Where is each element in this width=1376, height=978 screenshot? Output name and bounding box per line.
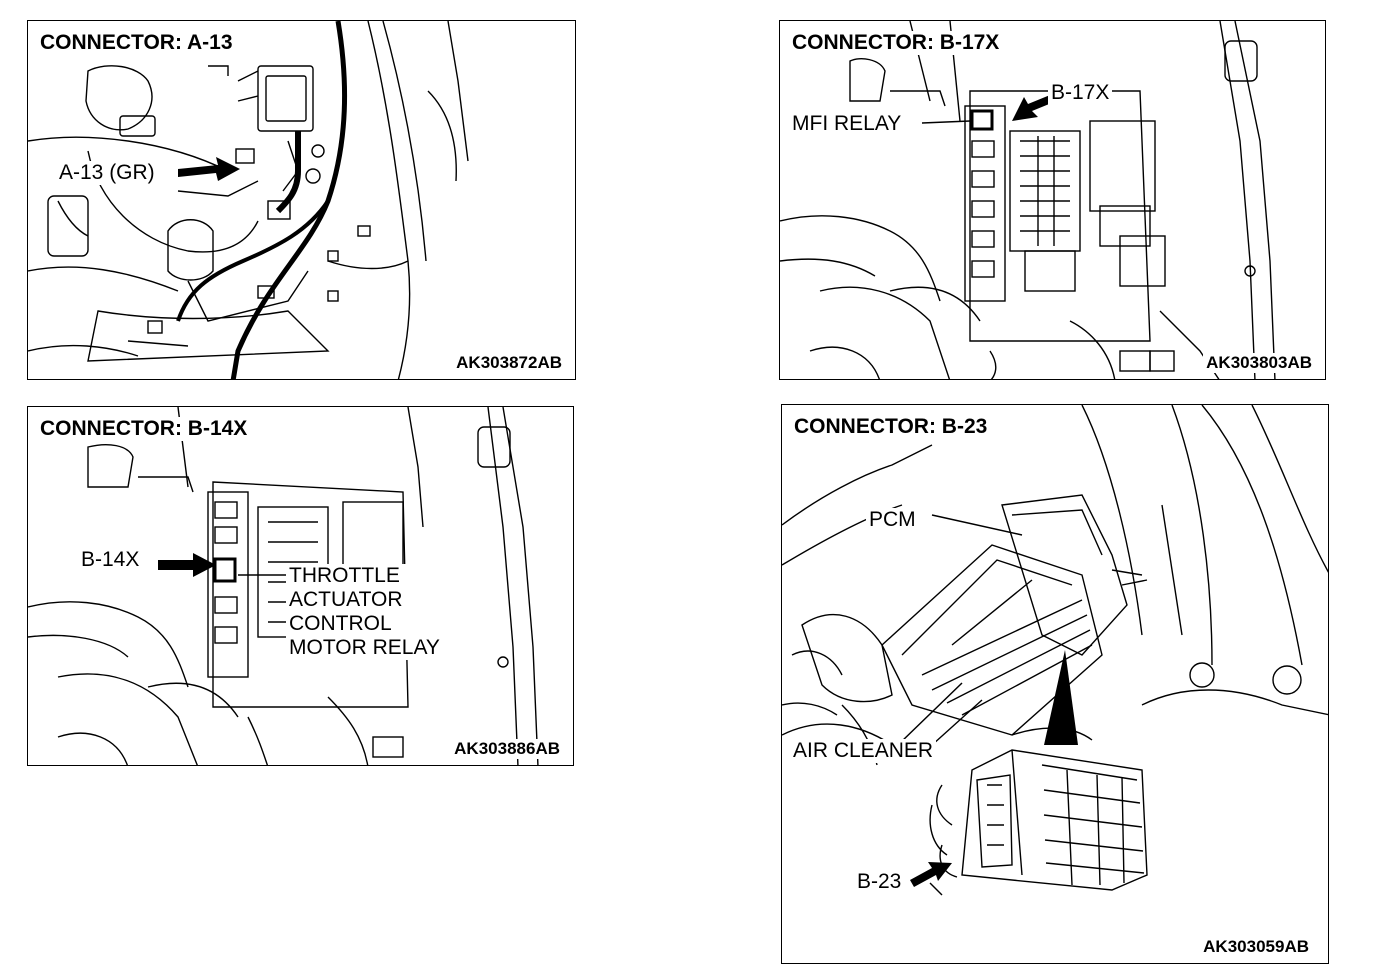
engine-bay-illustration-b14x [28,407,539,765]
panel-title: CONNECTOR: A-13 [36,31,237,55]
pointer-arrows-b23 [899,514,1078,887]
engine-bay-illustration-a13 [28,21,469,379]
relay-label-line: ACTUATOR [289,588,403,611]
panel-connector-b14x: CONNECTOR: B-14X B-14X THROTTLE ACTUATOR… [27,406,574,766]
relay-label-line: THROTTLE [289,564,400,587]
callout-mfi-relay: MFI RELAY [789,112,905,136]
illustration-code: AK303059AB [1200,937,1312,957]
panel-connector-a13: CONNECTOR: A-13 A-13 (GR) AK303872AB [27,20,576,380]
panel-title: CONNECTOR: B-23 [790,415,992,439]
callout-b23: B-23 [854,870,905,894]
callout-b14x: B-14X [78,548,143,572]
relay-label-line: CONTROL [289,612,392,635]
pointer-arrow-b14x [158,553,290,577]
panel-connector-b23: CONNECTOR: B-23 PCM AIR CLEANER B-23 AK3… [781,404,1329,964]
illustration-code: AK303886AB [451,739,563,759]
callout-air-cleaner: AIR CLEANER [790,739,937,763]
callout-pcm: PCM [866,508,919,532]
pointer-arrow-a13 [178,157,240,181]
panel-connector-b17x: CONNECTOR: B-17X B-17X MFI RELAY AK30380… [779,20,1326,380]
panel-title: CONNECTOR: B-17X [788,31,1004,55]
callout-b17x: B-17X [1048,81,1113,105]
relay-label-line: MOTOR RELAY [289,636,440,659]
engine-bay-illustration-b23 [782,405,1328,896]
callout-throttle-actuator-control-motor-relay: THROTTLE ACTUATOR CONTROL MOTOR RELAY [286,564,443,660]
illustration-code: AK303803AB [1203,353,1315,373]
harness-wires [176,21,348,379]
pointer-arrow-b17x [921,93,1059,124]
panel-title: CONNECTOR: B-14X [36,417,252,441]
illustration-code: AK303872AB [453,353,565,373]
callout-a13-gr: A-13 (GR) [56,161,158,185]
